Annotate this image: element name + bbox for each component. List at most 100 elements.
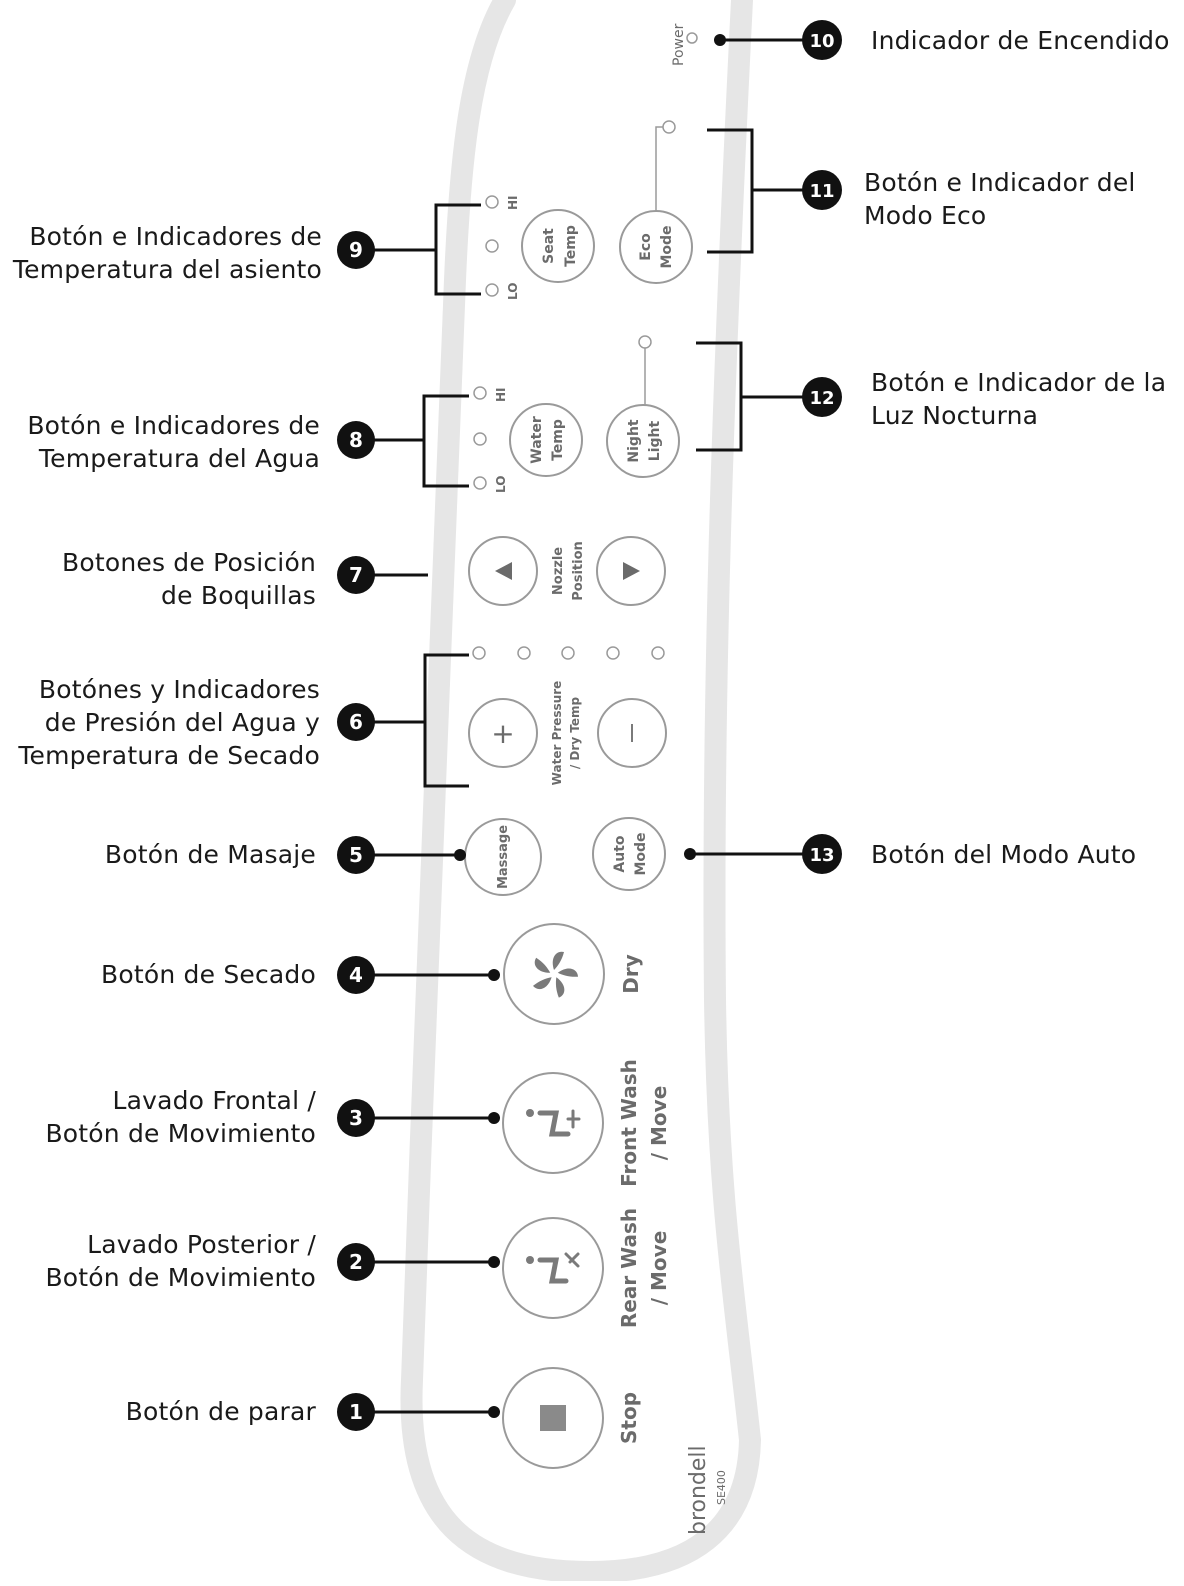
eco-mode-group: Eco Mode	[619, 120, 693, 284]
badge-5: 5	[337, 836, 375, 874]
night-light-led	[638, 335, 652, 349]
seat-temp-led-lo	[485, 283, 499, 297]
model-number: SE400	[715, 1470, 728, 1505]
badge-6: 6	[337, 703, 375, 741]
svg-text:12: 12	[809, 388, 834, 409]
triangle-left-icon	[495, 562, 512, 580]
eco-led	[662, 120, 676, 134]
callout-label-4: Botón de Secado	[100, 960, 316, 989]
auto-mode-label-1: Auto	[612, 835, 628, 872]
pressure-plus-button[interactable]	[468, 698, 538, 768]
svg-text:10: 10	[809, 31, 834, 52]
badge-2: 2	[337, 1243, 375, 1281]
eco-led-connector	[655, 126, 663, 213]
badge-13: 13	[802, 834, 842, 874]
callout-label-3: Lavado Frontal /Botón de Movimiento	[45, 1086, 316, 1148]
svg-text:1: 1	[349, 1400, 363, 1424]
brand-logo: brondell	[686, 1445, 711, 1535]
night-light-label-2: Light	[647, 420, 663, 461]
pressure-led-4	[606, 646, 620, 660]
auto-mode-label-2: Mode	[633, 832, 649, 875]
plus-icon: +	[491, 717, 514, 750]
badge-7: 7	[337, 556, 375, 594]
rear-wash-label-2: / Move	[647, 1231, 671, 1306]
eco-mode-button[interactable]	[619, 210, 693, 284]
night-light-group: Night Light	[606, 335, 680, 478]
water-temp-button[interactable]	[509, 403, 583, 477]
eco-mode-label-2: Mode	[659, 225, 675, 268]
nozzle-position-label-2: Position	[571, 541, 586, 601]
callout-label-10: Indicador de Encendido	[871, 26, 1170, 55]
front-wash-label-2: / Move	[647, 1086, 671, 1161]
svg-text:5: 5	[349, 843, 363, 867]
night-light-button[interactable]	[606, 404, 680, 478]
water-temp-led-lo	[473, 476, 487, 490]
svg-text:11: 11	[809, 181, 834, 202]
dry-label: Dry	[619, 954, 643, 994]
svg-text:3: 3	[349, 1106, 363, 1130]
water-temp-led-hi	[473, 386, 487, 400]
power-label: Power	[671, 23, 687, 66]
badge-4: 4	[337, 956, 375, 994]
callout-label-5: Botón de Masaje	[104, 840, 316, 869]
svg-text:6: 6	[349, 710, 363, 734]
water-temp-hi-label: HI	[494, 387, 508, 402]
rear-wash-icon	[526, 1252, 580, 1284]
badge-11: 11	[802, 170, 842, 210]
svg-text:8: 8	[349, 428, 363, 452]
stop-label: Stop	[617, 1392, 641, 1444]
callout-dots	[454, 34, 726, 1418]
seat-temp-label-2: Temp	[563, 225, 579, 267]
callout-label-13: Botón del Modo Auto	[871, 840, 1137, 869]
pressure-led-2	[517, 646, 531, 660]
svg-text:9: 9	[349, 238, 363, 262]
pressure-led-3	[561, 646, 575, 660]
nozzle-position-group: Nozzle Position	[468, 536, 666, 606]
night-light-label-1: Night	[626, 419, 642, 463]
water-temp-group: HI LO Water Temp	[473, 386, 583, 493]
rear-wash-label-1: Rear Wash	[617, 1208, 641, 1328]
nozzle-position-label-1: Nozzle	[551, 547, 566, 595]
badge-9: 9	[337, 231, 375, 269]
seat-temp-hi-label: HI	[506, 195, 520, 210]
badge-10: 10	[802, 20, 842, 60]
badge-3: 3	[337, 1099, 375, 1137]
eco-mode-label-1: Eco	[638, 233, 654, 261]
water-pressure-label-2: / Dry Temp	[568, 696, 582, 769]
seat-temp-led-hi	[485, 195, 499, 209]
pressure-led-5	[651, 646, 665, 660]
callout-label-1: Botón de parar	[125, 1397, 316, 1426]
water-temp-label-1: Water	[529, 416, 545, 464]
water-temp-label-2: Temp	[550, 419, 566, 461]
triangle-right-icon	[623, 562, 640, 580]
pressure-led-1	[472, 646, 486, 660]
seat-temp-label-1: Seat	[541, 228, 557, 264]
water-pressure-label-1: Water Pressure	[550, 681, 564, 786]
remote-body-outline	[400, 0, 762, 1584]
seat-temp-led-mid	[485, 239, 499, 253]
power-led	[686, 32, 698, 44]
badge-12: 12	[802, 377, 842, 417]
stop-square-icon	[540, 1405, 566, 1431]
seat-temp-button[interactable]	[521, 209, 595, 283]
water-temp-lo-label: LO	[494, 476, 508, 493]
badge-8: 8	[337, 421, 375, 459]
fan-icon	[532, 951, 579, 998]
front-wash-icon	[526, 1109, 581, 1137]
svg-text:2: 2	[349, 1250, 363, 1274]
svg-text:13: 13	[809, 845, 834, 866]
front-wash-label-1: Front Wash	[617, 1059, 641, 1187]
callout-label-2: Lavado Posterior /Botón de Movimiento	[45, 1230, 316, 1292]
svg-text:4: 4	[349, 963, 363, 987]
massage-label: Massage	[496, 825, 511, 889]
auto-mode-button[interactable]	[592, 817, 666, 891]
water-temp-led-mid	[473, 432, 487, 446]
water-pressure-group: + Water Pressure / Dry Temp	[468, 646, 667, 786]
